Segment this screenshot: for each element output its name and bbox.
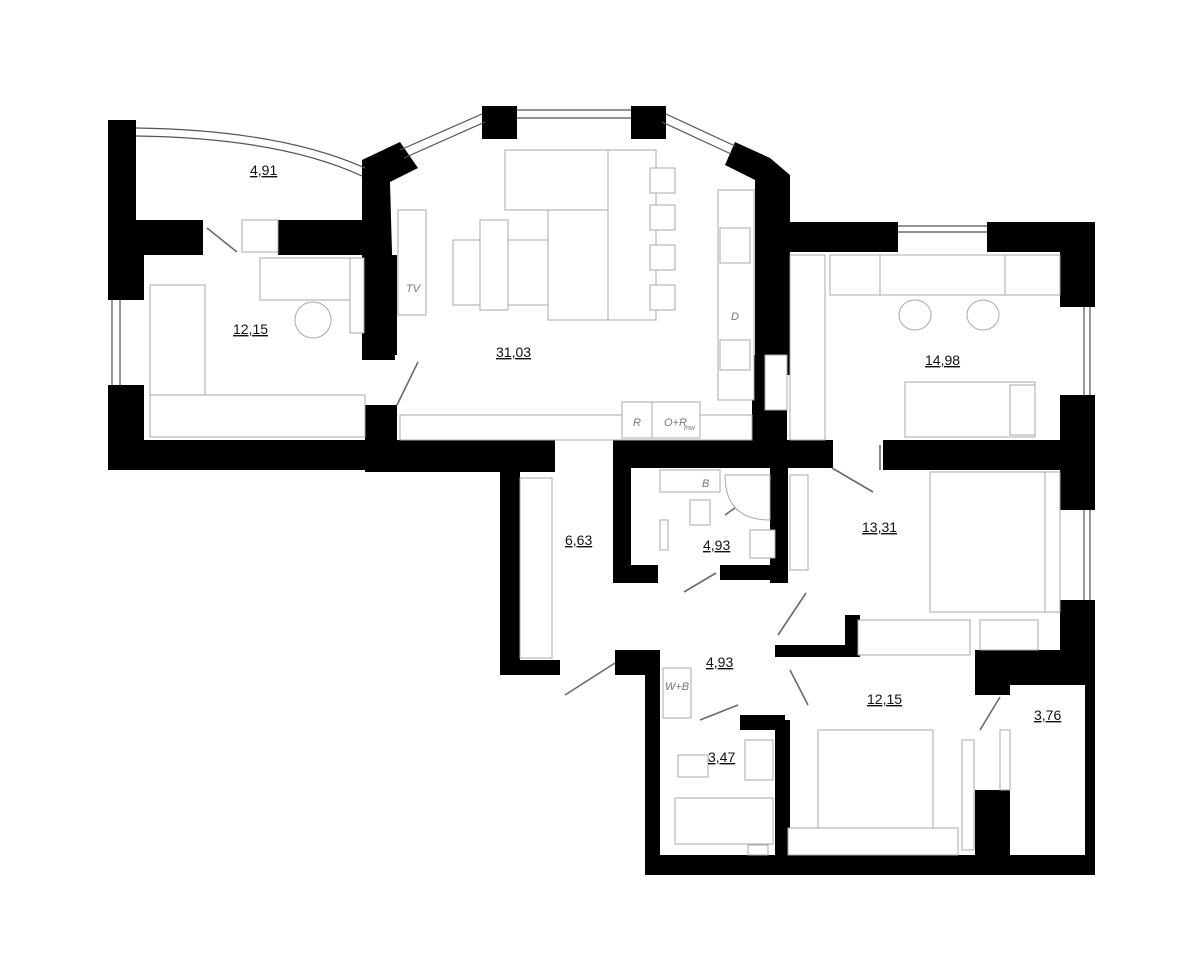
washer-label: W+B	[665, 681, 689, 693]
tv-label: TV	[406, 283, 422, 295]
room-labels: 4,91 12,15 31,03 14,98 6,63 4,93 13,31 4…	[233, 162, 1061, 765]
doors	[206, 227, 1001, 731]
furniture	[149, 149, 1061, 856]
area-balcony-left: 4,91	[250, 162, 277, 178]
area-bedroom-top-right: 14,98	[925, 352, 960, 368]
fridge-label: R	[633, 417, 641, 429]
fixture-labels: TV D R O+R mw B W+B	[406, 283, 739, 693]
area-hall: 6,63	[565, 532, 592, 548]
windows	[111, 109, 1091, 600]
oven-sub-label: mw	[684, 425, 696, 432]
area-study: 12,15	[233, 321, 268, 337]
area-bathroom-bottom: 3,47	[708, 749, 735, 765]
area-corridor: 4,93	[706, 654, 733, 670]
area-bathroom-small: 4,93	[703, 537, 730, 553]
area-balcony-right: 3,76	[1034, 707, 1061, 723]
boiler-label: B	[702, 478, 709, 490]
area-living-kitchen: 31,03	[496, 344, 531, 360]
oven-label: O+R	[664, 417, 687, 429]
dishwasher-label: D	[731, 311, 739, 323]
area-bedroom-bottom: 12,15	[867, 691, 902, 707]
area-room-right: 13,31	[862, 519, 897, 535]
